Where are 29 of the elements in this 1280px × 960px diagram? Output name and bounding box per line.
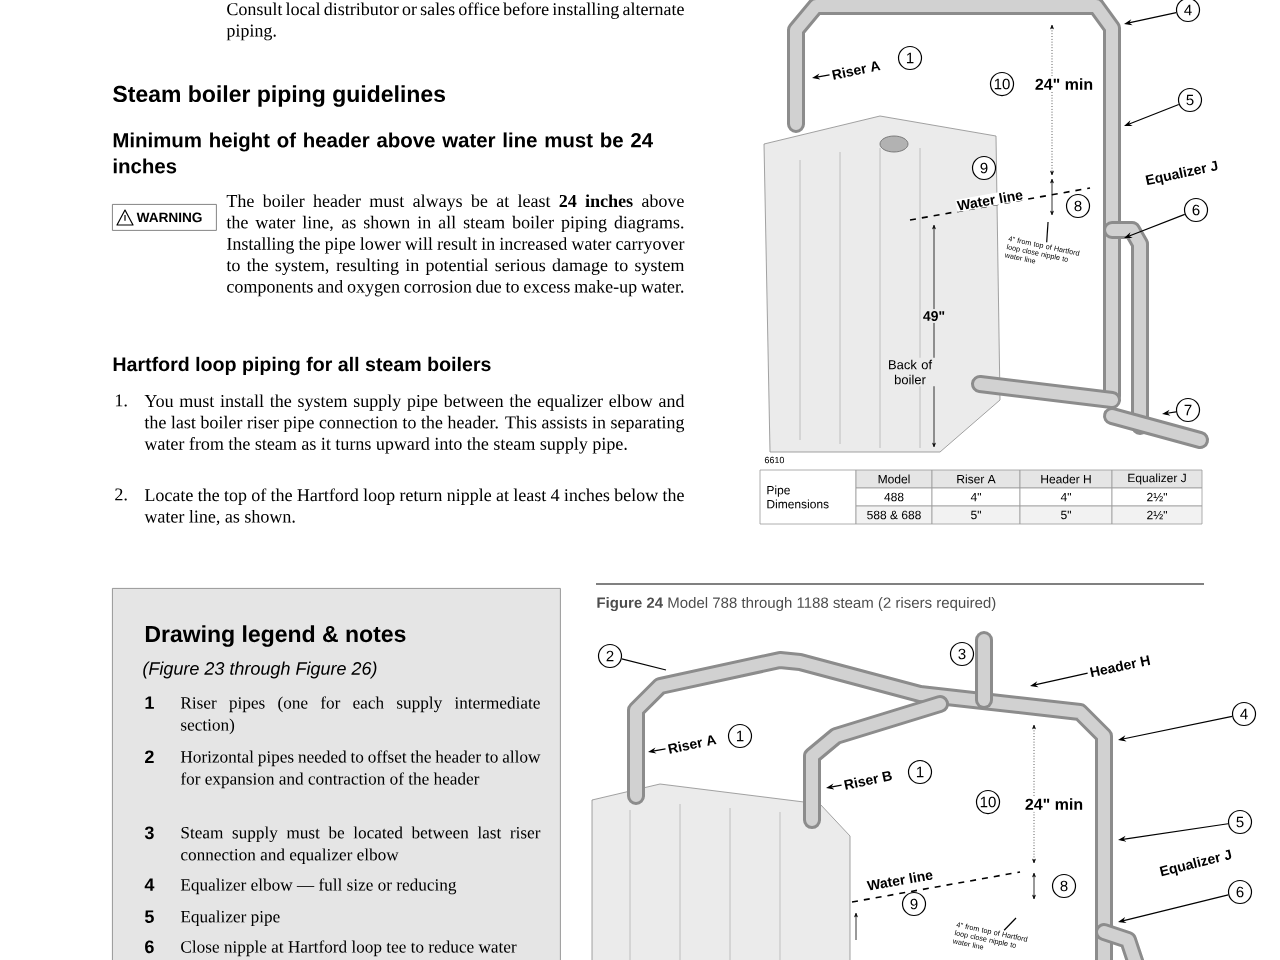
subsection-heading: Hartford loop piping for all steam boilers — [113, 356, 491, 376]
note-text: Equalizer elbow — full size or reducing — [180, 878, 457, 895]
list-number: 4 — [144, 878, 155, 891]
list-number: 5 — [144, 910, 154, 923]
list-number: 2. — [115, 488, 127, 501]
dimension-label: 24" min — [1022, 796, 1086, 812]
dimension-label: 24" min — [1032, 76, 1096, 92]
list-number: 2 — [145, 750, 154, 763]
subsection-heading: Minimum height of header above water line must be 24 inches — [113, 132, 653, 174]
list-item-text: Locate the top of the Hartford loop return nipple at least 4 inches below the water line, as shown. — [144, 488, 684, 526]
body-text: Consult local distributor or sales office before installing alternate piping. — [226, 2, 684, 41]
leader-line — [1046, 221, 1049, 243]
legend-panel — [112, 588, 561, 960]
list-item-text: You must install the system supply pipe between the equalizer elbow and the last boiler riser pipe connection to the header. This assists in separating water from the steam as it turns upward into the steam supply pipe. — [144, 394, 685, 454]
note-text: Close nipple at Hartford loop tee to reduce water — [181, 940, 517, 957]
list-number: 6 — [145, 940, 154, 954]
list-number: 1 — [145, 696, 154, 709]
leader-line — [621, 658, 667, 671]
note-text: Riser pipes (one for each supply intermediate section) — [180, 696, 540, 735]
list-number: 1. — [115, 394, 127, 407]
leader-line — [1003, 917, 1017, 931]
section-heading: Steam boiler piping guidelines — [113, 85, 446, 107]
panel-heading: Drawing legend & notes — [145, 625, 406, 647]
panel-subheading: (Figure 23 through Figure 26) — [143, 661, 377, 679]
note-text: Horizontal pipes needed to offset the header to allow for expansion and contraction of the header — [180, 750, 541, 789]
note-text: Steam supply must be located between last riser connection and equalizer elbow — [181, 826, 541, 864]
note-text: Equalizer pipe — [180, 910, 280, 926]
list-number: 3 — [144, 826, 154, 840]
warning-text: The boiler header must always be at least 24 inches above the water line, as shown in all steam boiler piping diagrams. Installing the pipe lower will result in increased water carryover to the system, resulting in potential serious damage to system components and oxygen corrosion due to excess make-up water. — [226, 194, 685, 297]
